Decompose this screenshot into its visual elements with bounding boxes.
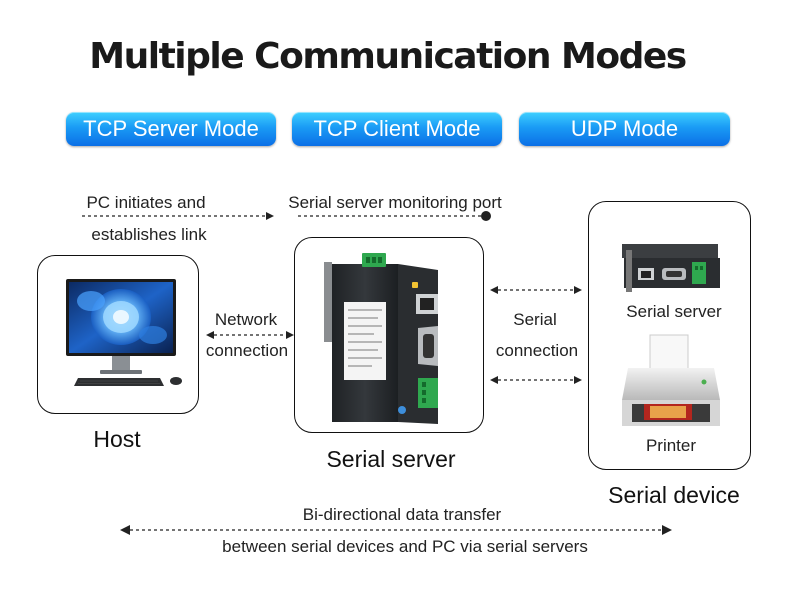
printer-icon	[622, 334, 720, 426]
network-connection-label-line2: connection	[205, 341, 289, 360]
serial-connection-label-line1: Serial	[513, 310, 557, 329]
device-serial-server-label: Serial server	[626, 302, 722, 321]
serial-server-device-icon	[324, 253, 438, 424]
tcp-server-mode-button[interactable]: TCP Server Mode	[66, 112, 276, 146]
serial-server-label: Serial server	[326, 446, 456, 472]
page-title: Multiple Communication Modes	[89, 36, 687, 77]
udp-mode-button[interactable]: UDP Mode	[519, 112, 730, 146]
host-computer-icon	[66, 279, 182, 386]
serial-device-label: Serial device	[608, 482, 740, 508]
monitoring-port-label: Serial server monitoring port	[288, 193, 502, 212]
network-connection-label-line1: Network	[214, 310, 278, 329]
bidirectional-label-line2: between serial devices and PC via serial…	[222, 537, 588, 556]
host-label: Host	[93, 426, 141, 452]
pc-initiates-label-line2: establishes link	[91, 225, 207, 244]
monitoring-port-dot	[481, 211, 491, 221]
pc-initiates-label-line1: PC initiates and	[86, 193, 206, 212]
bidirectional-label-line1: Bi-directional data transfer	[302, 505, 502, 524]
small-serial-server-icon	[622, 244, 720, 292]
tcp-client-mode-button[interactable]: TCP Client Mode	[292, 112, 502, 146]
printer-label: Printer	[645, 436, 697, 455]
serial-connection-label-line2: connection	[495, 341, 579, 360]
